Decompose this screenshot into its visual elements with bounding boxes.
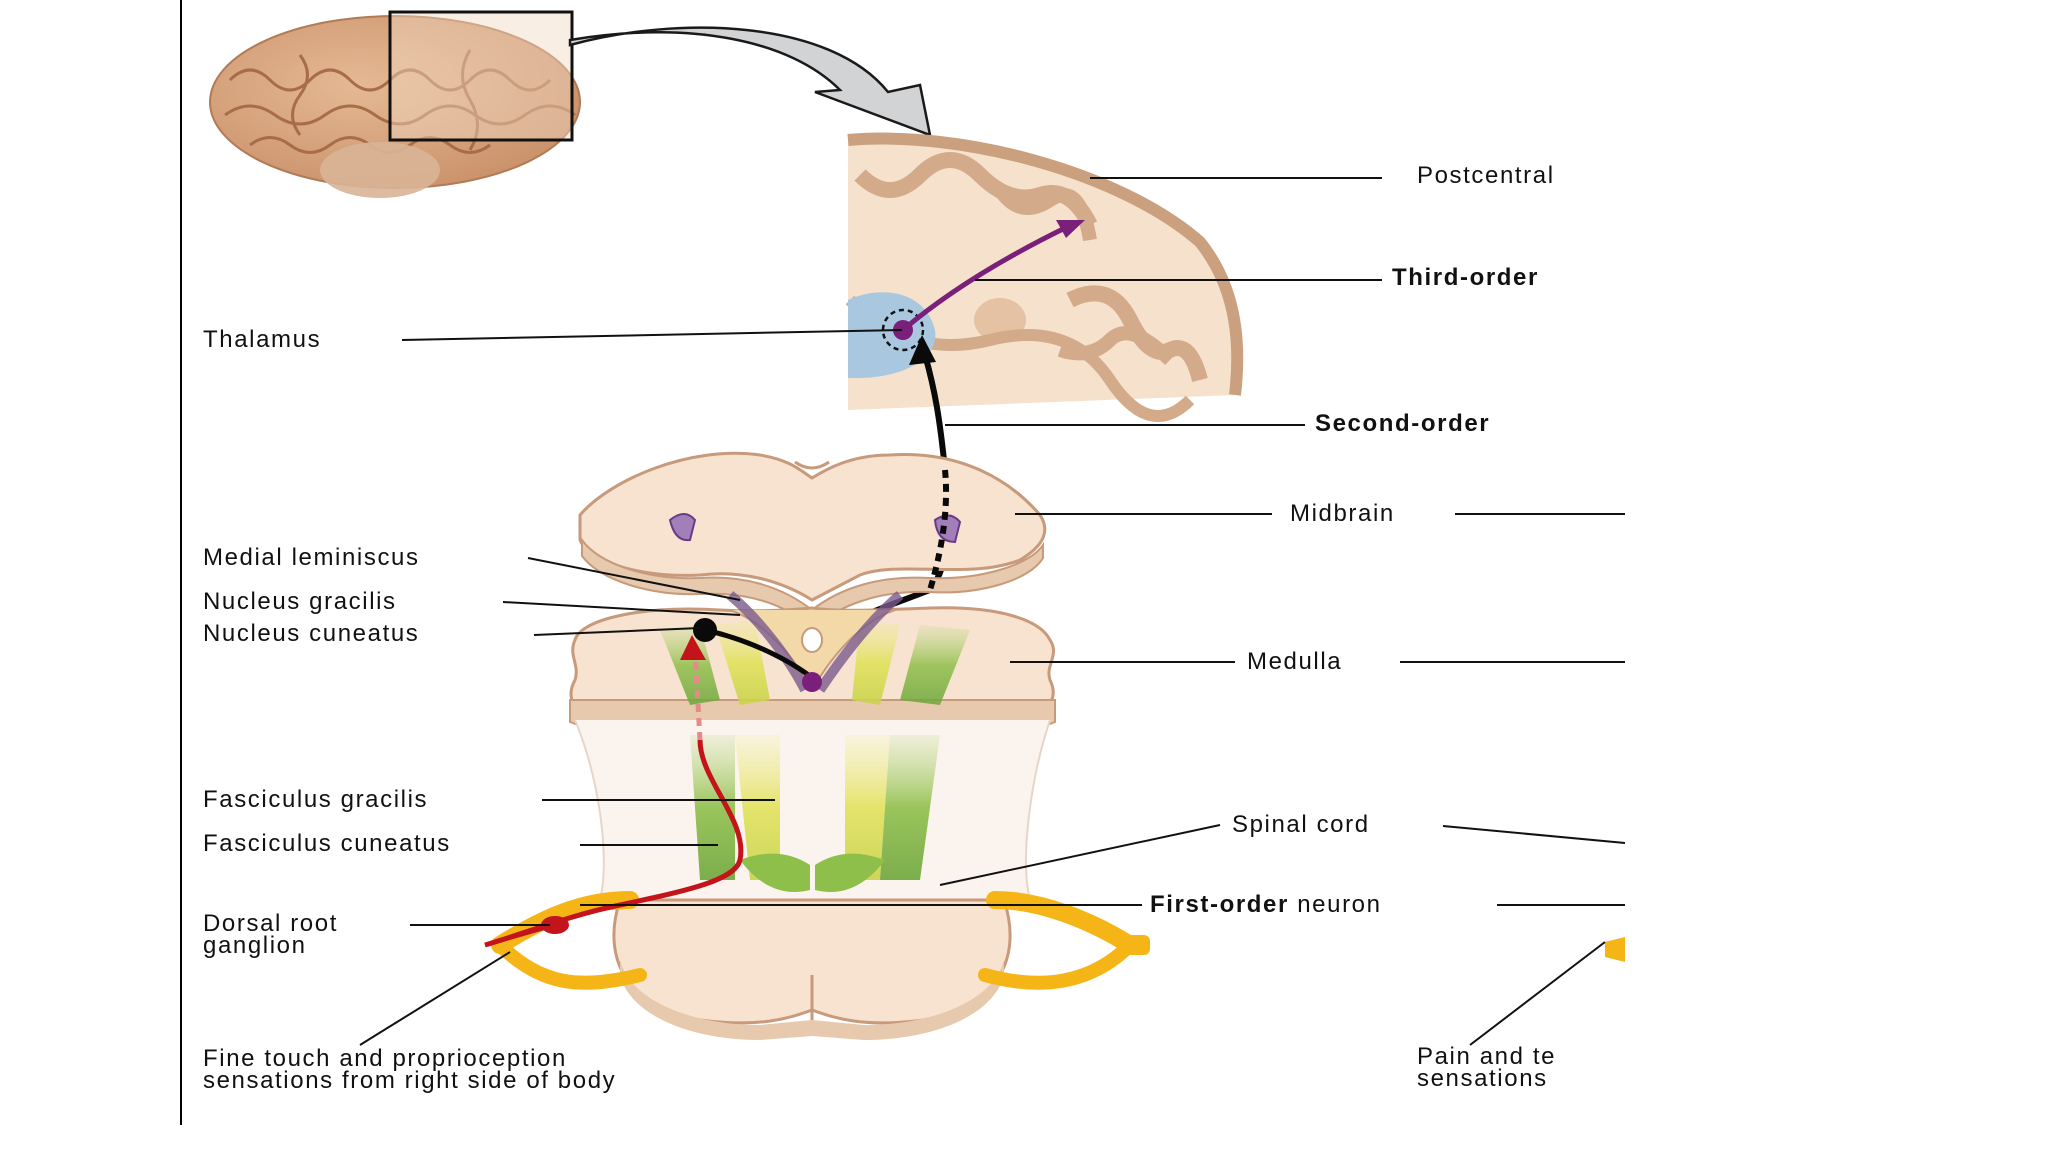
fasciculus-gracilis-label: Fasciculus gracilis [203, 786, 429, 813]
pain-label-line2: sensations [1417, 1065, 1548, 1092]
leader-lines [359, 177, 1626, 1046]
medial-lemniscus-label: Medial leminiscus [203, 544, 420, 571]
first-order-bold: First-order [1150, 891, 1289, 918]
third-order-neuron [901, 225, 1067, 332]
zoom-arrow [568, 26, 932, 137]
dorsal-root-label-line1: Dorsal root [203, 910, 338, 937]
thalamus-label: Thalamus [203, 326, 322, 353]
nucleus-cuneatus-label: Nucleus cuneatus [203, 620, 420, 647]
first-order-rest: neuron [1297, 891, 1382, 918]
midbrain-section [578, 451, 1047, 630]
fine-touch-label-line2: sensations from right side of body [203, 1067, 617, 1094]
third-order-label: Third-order [1392, 266, 1539, 291]
left-divider [180, 0, 182, 1125]
cropped-right-area [1625, 0, 2048, 1152]
pain-label-line1: Pain and te [1417, 1045, 1557, 1070]
first-order-neuron-label: First-order neuron [1150, 893, 1382, 917]
postcentral-label: Postcentral [1417, 164, 1555, 189]
spinal-cord-label: Spinal cord [1232, 811, 1370, 838]
medulla-label: Medulla [1247, 648, 1343, 675]
nucleus-gracilis-label: Nucleus gracilis [203, 588, 397, 615]
spinal-cord-section [491, 719, 1625, 1040]
second-order-label: Second-order [1315, 412, 1491, 437]
third-order-label-box: Third-order [1392, 266, 1625, 296]
dorsal-root-label-line2: ganglion [203, 932, 307, 959]
midbrain-label: Midbrain [1290, 500, 1395, 527]
pain-label-box: Pain and te sensations [1417, 1045, 1625, 1097]
cortex-section [845, 132, 1244, 422]
fine-touch-label-line1: Fine touch and proprioception [203, 1045, 567, 1072]
fasciculus-cuneatus-label: Fasciculus cuneatus [203, 830, 451, 857]
whole-brain [209, 10, 581, 198]
second-order-label-box: Second-order [1315, 412, 1625, 442]
postcentral-label-box: Postcentral [1417, 164, 1625, 194]
